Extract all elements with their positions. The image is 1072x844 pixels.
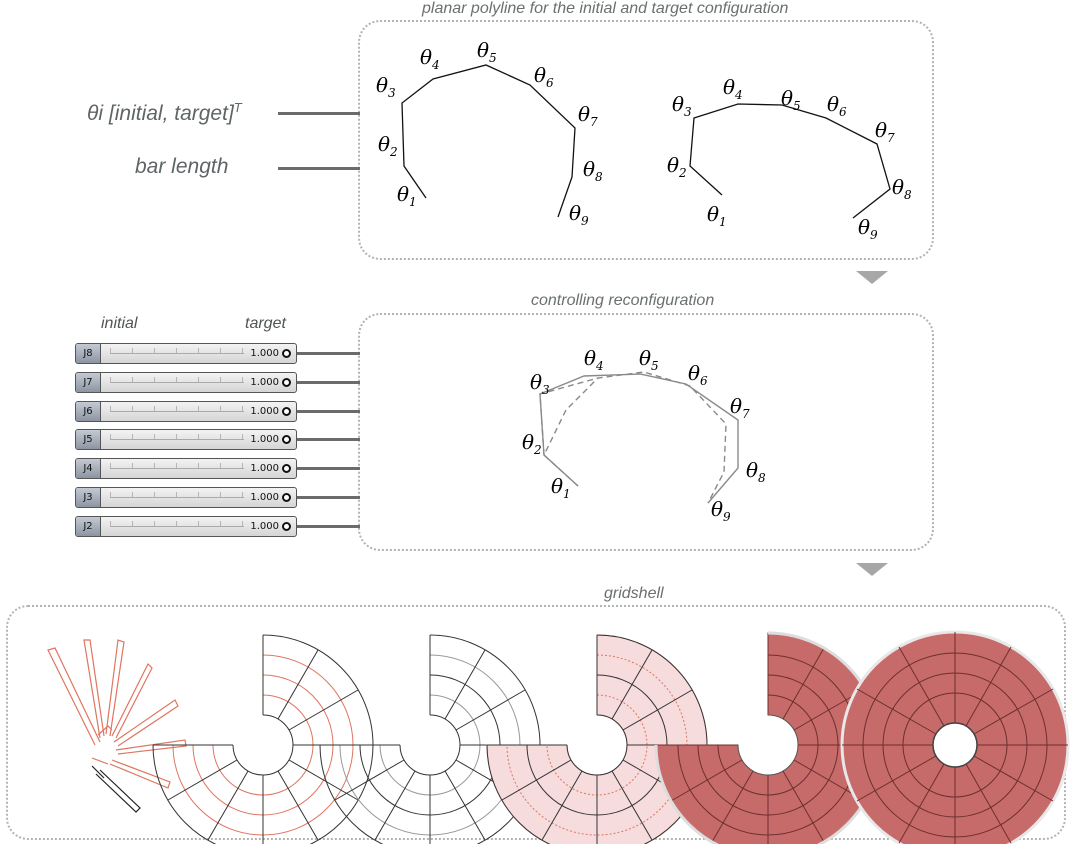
input-label-bar-length: bar length <box>135 155 229 178</box>
slider-j4-track[interactable] <box>110 468 244 469</box>
slider-j2-track[interactable] <box>110 526 244 527</box>
slider-j4-knob[interactable] <box>282 464 291 473</box>
slider-j5-value: 1.000 <box>250 434 279 445</box>
bottom-panel <box>6 605 1066 840</box>
top-right-angle-4: θ4 <box>723 75 743 102</box>
slider-j2[interactable]: J2 1.000 <box>75 516 297 537</box>
slider-j5-track[interactable] <box>110 439 244 440</box>
slider-j4[interactable]: J4 1.000 <box>75 458 297 479</box>
arrow-down-1 <box>856 271 888 284</box>
input-label-angles: θi [initial, target]T <box>87 100 242 126</box>
slider-j8[interactable]: J8 1.000 <box>75 343 297 364</box>
slider-j5[interactable]: J5 1.000 <box>75 429 297 450</box>
top-right-angle-8: θ8 <box>892 175 912 202</box>
connector-j4 <box>297 467 360 470</box>
slider-j7[interactable]: J7 1.000 <box>75 372 297 393</box>
slider-j8-track[interactable] <box>110 353 244 354</box>
slider-j3-ticks <box>110 492 244 498</box>
mid-angle-3: θ3 <box>530 370 550 397</box>
top-left-angle-7: θ7 <box>578 102 598 129</box>
arrow-down-2 <box>856 563 888 576</box>
top-right-angle-9: θ9 <box>858 215 878 242</box>
slider-j3-value: 1.000 <box>250 492 279 503</box>
mid-angle-4: θ4 <box>584 346 604 373</box>
mid-angle-5: θ5 <box>639 346 659 373</box>
slider-j3-knob[interactable] <box>282 493 291 502</box>
top-panel-title: planar polyline for the initial and targ… <box>422 0 789 17</box>
bottom-panel-title: gridshell <box>604 585 664 602</box>
slider-j4-ticks <box>110 463 244 469</box>
mid-angle-6: θ6 <box>688 361 708 388</box>
top-left-angle-1: θ1 <box>397 182 417 209</box>
connector-j2 <box>297 525 360 528</box>
slider-j4-tag: J4 <box>76 459 101 478</box>
slider-j6-knob[interactable] <box>282 407 291 416</box>
connector-j7 <box>297 381 360 384</box>
slider-j7-tag: J7 <box>76 373 101 392</box>
top-left-angle-9: θ9 <box>569 201 589 228</box>
slider-j2-knob[interactable] <box>282 522 291 531</box>
slider-j4-value: 1.000 <box>250 463 279 474</box>
slider-j7-knob[interactable] <box>282 378 291 387</box>
top-right-angle-6: θ6 <box>827 92 847 119</box>
top-panel <box>358 20 934 260</box>
slider-j5-ticks <box>110 434 244 440</box>
slider-j8-ticks <box>110 348 244 354</box>
slider-j6-track[interactable] <box>110 411 244 412</box>
mid-angle-7: θ7 <box>730 394 750 421</box>
top-left-angle-3: θ3 <box>376 73 396 100</box>
connector-j3 <box>297 496 360 499</box>
top-left-angle-6: θ6 <box>534 63 554 90</box>
input-label-angles-text: θi [initial, target] <box>87 102 234 125</box>
connector-bar-length <box>278 167 360 170</box>
top-left-angle-4: θ4 <box>420 45 440 72</box>
slider-j3-track[interactable] <box>110 497 244 498</box>
mid-angle-1: θ1 <box>551 474 571 501</box>
slider-j2-ticks <box>110 521 244 527</box>
slider-j3-tag: J3 <box>76 488 101 507</box>
top-right-angle-3: θ3 <box>672 92 692 119</box>
slider-j6-value: 1.000 <box>250 406 279 417</box>
top-right-angle-5: θ5 <box>781 86 801 113</box>
slider-j2-tag: J2 <box>76 517 101 536</box>
slider-j7-track[interactable] <box>110 382 244 383</box>
top-left-angle-2: θ2 <box>378 132 398 159</box>
slider-header-initial: initial <box>101 315 138 332</box>
top-right-angle-1: θ1 <box>707 202 727 229</box>
mid-angle-8: θ8 <box>746 458 766 485</box>
slider-j7-value: 1.000 <box>250 377 279 388</box>
top-right-angle-2: θ2 <box>667 153 687 180</box>
top-left-angle-5: θ5 <box>477 38 497 65</box>
mid-angle-9: θ9 <box>711 497 731 524</box>
slider-j3[interactable]: J3 1.000 <box>75 487 297 508</box>
slider-j8-value: 1.000 <box>250 348 279 359</box>
transpose-superscript: T <box>233 100 242 115</box>
connector-j5 <box>297 438 360 441</box>
top-right-angle-7: θ7 <box>875 118 895 145</box>
slider-j6[interactable]: J6 1.000 <box>75 401 297 422</box>
connector-angles <box>278 112 360 115</box>
slider-j8-knob[interactable] <box>282 349 291 358</box>
connector-j8 <box>297 352 360 355</box>
slider-j8-tag: J8 <box>76 344 101 363</box>
top-left-angle-8: θ8 <box>583 157 603 184</box>
slider-j6-ticks <box>110 406 244 412</box>
mid-angle-2: θ2 <box>522 430 542 457</box>
slider-j2-value: 1.000 <box>250 521 279 532</box>
slider-j6-tag: J6 <box>76 402 101 421</box>
slider-j5-tag: J5 <box>76 430 101 449</box>
slider-j5-knob[interactable] <box>282 435 291 444</box>
slider-j7-ticks <box>110 377 244 383</box>
middle-panel-title: controlling reconfiguration <box>531 292 715 309</box>
slider-header-target: target <box>245 315 286 332</box>
connector-j6 <box>297 410 360 413</box>
